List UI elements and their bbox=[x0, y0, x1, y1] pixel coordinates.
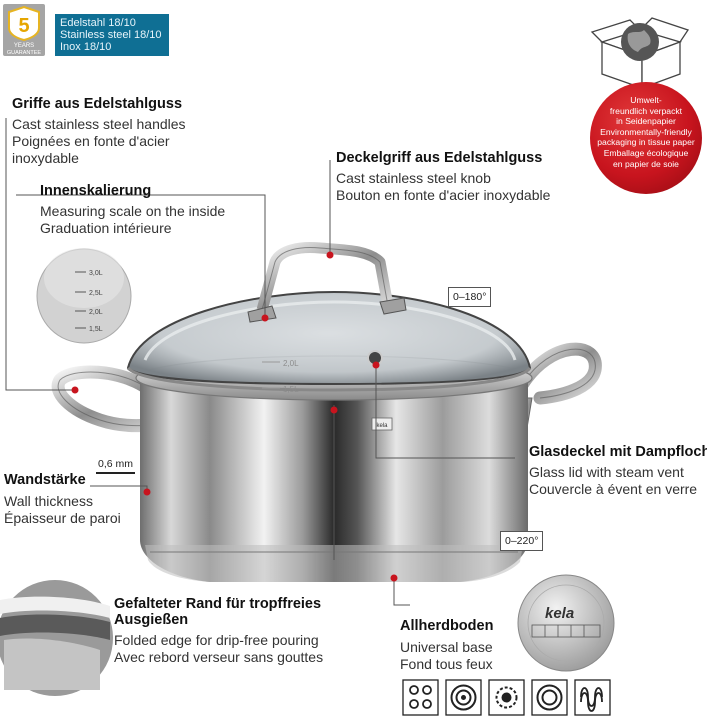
ceramic-stove-icon bbox=[488, 679, 525, 716]
rim-feature: Gefalteter Rand für tropffreies Ausgieße… bbox=[114, 596, 323, 666]
eco-line3: in Seidenpapier bbox=[616, 116, 676, 127]
electric-stove-icon bbox=[445, 679, 482, 716]
scale-title: Innenskalierung bbox=[40, 183, 152, 199]
lid-title: Glasdeckel mit Dampfloch bbox=[529, 444, 707, 460]
scale-line1: Measuring scale on the inside bbox=[40, 203, 226, 219]
pot-brand: kela bbox=[376, 423, 388, 429]
guarantee-line2: GUARANTEE bbox=[7, 50, 42, 56]
lid-line1: Glass lid with steam vent bbox=[529, 464, 684, 480]
scale-tick-4: 1,5L bbox=[89, 326, 103, 333]
base-line1: Universal base bbox=[400, 639, 493, 655]
knob-line1: Cast stainless steel knob bbox=[336, 170, 491, 186]
handles-title: Griffe aus Edelstahlguss bbox=[12, 96, 183, 112]
eco-packaging-badge: Umwelt- freundlich verpackt in Seidenpap… bbox=[590, 82, 702, 194]
handles-line3: inoxydable bbox=[12, 150, 79, 166]
material-line3: Inox 18/10 bbox=[60, 41, 112, 53]
scale-line2: Graduation intérieure bbox=[40, 220, 172, 236]
knob-line2: Bouton en fonte d'acier inoxydable bbox=[336, 187, 551, 203]
base-line2: Fond tous feux bbox=[400, 656, 493, 672]
induction-stove-icon bbox=[574, 679, 611, 716]
handles-line1: Cast stainless steel handles bbox=[12, 116, 186, 132]
wall-line1: Wall thickness bbox=[4, 493, 93, 509]
halogen-stove-icon bbox=[531, 679, 568, 716]
material-badge: Edelstahl 18/10 Stainless steel 18/10 In… bbox=[55, 14, 169, 56]
material-line1: Edelstahl 18/10 bbox=[60, 17, 136, 29]
scale-tick-2: 2,5L bbox=[89, 290, 103, 297]
gas-stove-icon bbox=[402, 679, 439, 716]
eco-line1: Umwelt- bbox=[630, 95, 662, 105]
guarantee-shield-icon: 5 YEARS GUARANTEE bbox=[7, 5, 42, 56]
base-logo: kela bbox=[545, 605, 574, 622]
base-feature: Allherdboden Universal base Fond tous fe… bbox=[400, 618, 493, 673]
base-title: Allherdboden bbox=[400, 618, 494, 634]
knob-title: Deckelgriff aus Edelstahlguss bbox=[336, 150, 543, 166]
lid-mark-2: 1,5L bbox=[283, 385, 299, 394]
eco-line5: packaging in tissue paper bbox=[597, 137, 695, 148]
eco-line6: Emballage écologique bbox=[603, 147, 689, 158]
handles-feature: Griffe aus Edelstahlguss Cast stainless … bbox=[12, 96, 186, 167]
lid-line2: Couvercle à évent en verre bbox=[529, 481, 698, 497]
scale-feature: Innenskalierung Measuring scale on the i… bbox=[40, 183, 225, 237]
lid-oven-range: 0–180° bbox=[448, 287, 492, 307]
guarantee-line1: YEARS bbox=[14, 43, 34, 49]
scale-tick-3: 2,0L bbox=[89, 309, 103, 316]
eco-line7: en papier de soie bbox=[613, 158, 679, 169]
scale-tick-1: 3,0L bbox=[89, 270, 103, 277]
rim-title1: Gefalteter Rand für tropffreies bbox=[114, 596, 322, 612]
rim-line1: Folded edge for drip-free pouring bbox=[114, 632, 319, 648]
rim-inset bbox=[0, 580, 113, 696]
pot-oven-range: 0–220° bbox=[500, 531, 544, 551]
rim-title2: Ausgießen bbox=[114, 612, 189, 628]
rim-line2: Avec rebord verseur sans gouttes bbox=[114, 649, 324, 665]
eco-line4: Environmentally-friendly bbox=[600, 126, 692, 137]
wall-feature: Wandstärke Wall thickness Épaisseur de p… bbox=[4, 472, 121, 527]
scale-inset: 3,0L 2,5L 2,0L 1,5L bbox=[36, 248, 132, 344]
eco-line2: freundlich verpackt bbox=[609, 105, 683, 116]
lid-feature: Glasdeckel mit Dampfloch Glass lid with … bbox=[529, 444, 707, 498]
wall-line2: Épaisseur de paroi bbox=[4, 510, 121, 526]
box-globe-icon bbox=[590, 17, 690, 89]
base-inset: kela bbox=[517, 574, 615, 672]
wall-thickness-value: 0,6 mm bbox=[96, 458, 136, 474]
handles-line2: Poignées en fonte d'acier bbox=[12, 133, 170, 149]
guarantee-badge: 5 YEARS GUARANTEE bbox=[3, 4, 45, 56]
wall-title: Wandstärke bbox=[4, 472, 86, 488]
lid-mark-1: 2,0L bbox=[283, 359, 299, 368]
guarantee-number: 5 bbox=[18, 15, 29, 37]
knob-feature: Deckelgriff aus Edelstahlguss Cast stain… bbox=[336, 150, 550, 204]
material-line2: Stainless steel 18/10 bbox=[60, 29, 162, 41]
